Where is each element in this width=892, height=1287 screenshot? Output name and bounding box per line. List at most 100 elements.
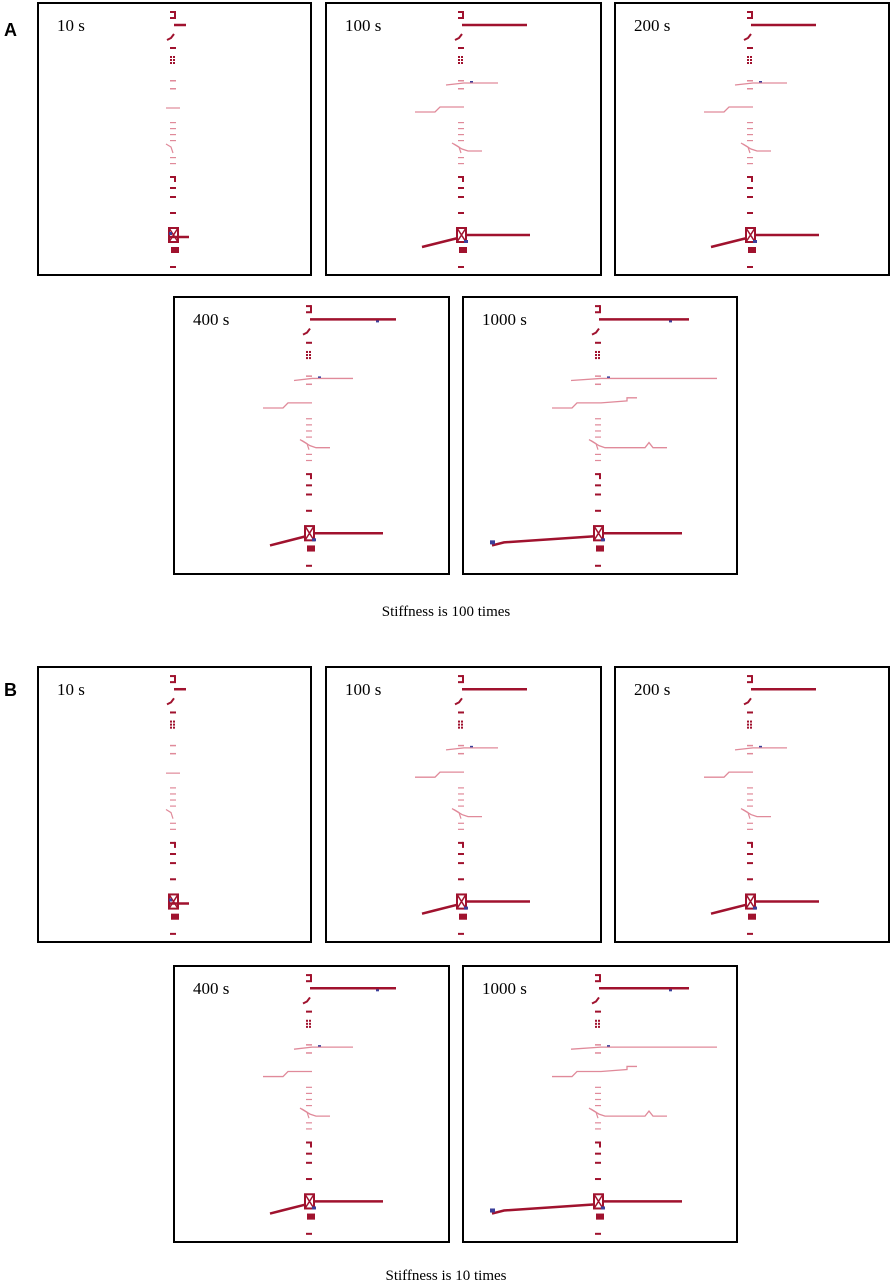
column-segment <box>747 176 752 178</box>
junction-base <box>171 247 179 253</box>
column-faint-segment <box>306 1086 312 1088</box>
column-cap-side <box>310 305 312 313</box>
lower-mid-crack <box>299 1107 330 1117</box>
column-faint-segment <box>595 1128 601 1130</box>
lower-mid-crack <box>299 438 330 449</box>
column-faint-segment <box>458 828 464 830</box>
column-faint-kink <box>165 809 174 819</box>
upper-mid-crack <box>445 82 498 86</box>
column-grid-cell <box>750 59 752 61</box>
column-faint-segment <box>747 163 753 165</box>
crack-diagram <box>165 675 189 935</box>
column-faint-segment <box>747 787 753 789</box>
column-cap-base <box>458 17 464 19</box>
column-cap-side <box>310 974 312 982</box>
column-segment <box>306 473 311 476</box>
column-segment <box>170 841 175 844</box>
column-grid-cell <box>306 1025 308 1028</box>
time-label: 400 s <box>193 979 230 998</box>
mid-crack <box>263 402 312 409</box>
column-segment <box>595 1010 601 1013</box>
mid-crack <box>552 1065 637 1078</box>
time-label: 100 s <box>345 16 382 35</box>
column-faint-segment <box>595 459 601 462</box>
column-grid-cell <box>173 56 175 58</box>
column-cap-base <box>170 681 176 684</box>
column-cap-side <box>174 675 176 683</box>
mid-crack <box>704 771 753 778</box>
column-cap-base <box>747 681 753 684</box>
column-grid-cell <box>747 59 749 61</box>
debris <box>753 906 757 910</box>
column-faint-segment <box>747 157 753 159</box>
lower-mid-crack <box>588 1107 667 1117</box>
column-grid-cell <box>750 56 752 58</box>
panel-a-4: 400 s <box>173 296 450 575</box>
column-faint-segment <box>747 822 753 824</box>
column-faint-segment <box>306 424 312 426</box>
column-grid-cell <box>595 1019 597 1022</box>
time-label: 10 s <box>57 16 85 35</box>
column-grid-cell <box>170 56 172 58</box>
junction-diagonal <box>168 227 179 243</box>
column-segment <box>170 878 176 881</box>
column-bottom <box>458 932 464 935</box>
column-cap-side <box>599 305 601 313</box>
debris <box>312 1206 316 1210</box>
junction-diagonal <box>593 525 604 541</box>
column-faint-segment <box>747 793 753 795</box>
column-minor-segment <box>306 375 312 377</box>
column-grid-cell <box>595 350 597 353</box>
column-cap-side <box>462 675 464 683</box>
junction-diagonal <box>745 227 756 243</box>
time-label: 1000 s <box>482 979 527 998</box>
column-segment <box>170 196 176 198</box>
column-kink <box>166 697 175 706</box>
column-faint-segment <box>170 822 176 824</box>
column-minor-segment <box>170 88 176 90</box>
column-faint-kink <box>165 143 174 154</box>
column-grid-cell <box>461 726 463 729</box>
column-segment <box>170 853 176 856</box>
column-minor-segment <box>458 80 464 82</box>
debris <box>607 1045 610 1047</box>
column-faint-segment <box>306 1104 312 1107</box>
column-faint-segment <box>306 453 312 455</box>
crack-diagram <box>263 974 396 1235</box>
debris <box>312 538 316 542</box>
mid-crack <box>415 106 464 113</box>
column-cap <box>747 11 752 13</box>
column-kink <box>302 996 311 1005</box>
lower-crack-left <box>491 1203 596 1215</box>
caption-b: Stiffness is 10 times <box>385 1268 507 1284</box>
debris <box>169 898 172 902</box>
column-cap <box>595 305 600 308</box>
column-segment <box>306 1152 312 1155</box>
column-faint-segment <box>306 418 312 420</box>
column-segment <box>170 176 175 178</box>
column-faint-segment <box>595 430 601 432</box>
column-segment-side <box>174 176 176 182</box>
column-segment <box>170 187 176 189</box>
column-bottom <box>747 932 753 935</box>
column-faint-segment <box>595 453 601 455</box>
column-segment <box>170 212 176 214</box>
column-faint-segment <box>306 436 312 438</box>
column-segment-side <box>462 176 464 182</box>
time-label: 200 s <box>634 16 671 35</box>
column-grid-cell <box>309 1019 311 1022</box>
column-segment <box>306 484 312 487</box>
crack-diagram <box>263 305 396 567</box>
column-cap <box>306 974 311 977</box>
section-letter-b: B <box>4 680 17 700</box>
column-cap-base <box>747 17 753 19</box>
column-grid-cell <box>598 350 600 353</box>
column-cap-side <box>751 11 753 18</box>
column-minor-segment <box>306 1044 312 1046</box>
junction-diagonal <box>456 227 467 243</box>
column-cap <box>458 675 463 678</box>
debris <box>753 240 757 243</box>
column-cap <box>170 11 175 13</box>
column-segment-side <box>462 841 464 848</box>
column-grid-cell <box>170 59 172 61</box>
